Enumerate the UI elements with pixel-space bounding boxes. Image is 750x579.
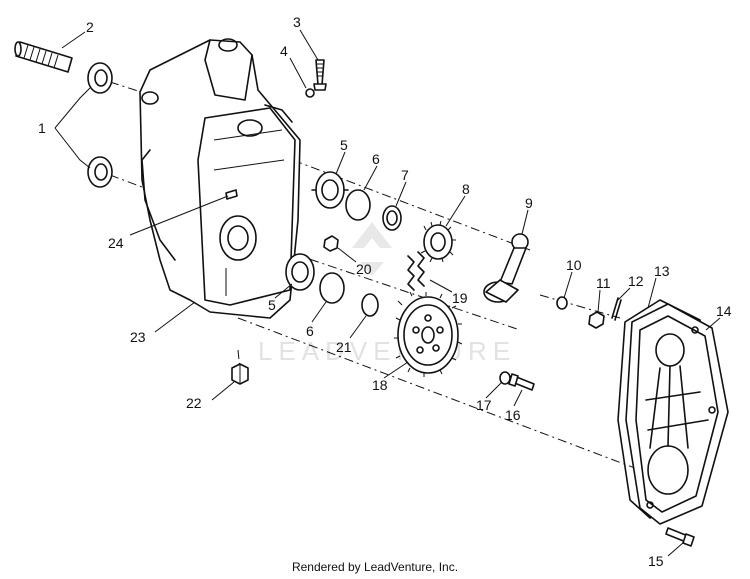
spacer-part (382, 205, 402, 231)
callout-16: 16 (505, 407, 521, 423)
callout-labels: 1 2 3 4 5 6 7 8 9 10 11 12 13 14 15 16 1… (38, 14, 732, 569)
callout-3: 3 (293, 14, 301, 30)
callout-7: 7 (401, 167, 409, 183)
upper-sprocket-part (420, 220, 456, 263)
chaincase-cover-part (625, 303, 729, 525)
callout-13: 13 (654, 263, 670, 279)
watermark-text: LEADVENTURE (258, 336, 516, 366)
bolt-part-sprocket (508, 373, 535, 391)
chain-tensioner-arm-part (483, 233, 529, 303)
bearing-part-lower (285, 253, 315, 291)
nut-part (323, 235, 339, 252)
callout-10: 10 (566, 257, 582, 273)
callout-17: 17 (476, 397, 492, 413)
lower-sprocket-part (394, 291, 463, 377)
footer-credit: Rendered by LeadVenture, Inc. (291, 560, 459, 574)
callout-5-upper: 5 (340, 137, 348, 153)
callout-24: 24 (108, 235, 124, 251)
seal-part-lower (87, 156, 113, 188)
chaincase-housing-part (139, 38, 301, 319)
bolt-part-upper (313, 59, 327, 91)
drive-chain-part (407, 251, 425, 291)
bearing-part-upper (311, 171, 349, 209)
callout-5-lower: 5 (268, 297, 276, 313)
seal-part-upper (87, 62, 113, 94)
drain-plug-part (231, 363, 249, 385)
retaining-ring-part-lower (319, 272, 345, 304)
callout-leaders (54, 29, 721, 557)
callout-8: 8 (462, 181, 470, 197)
callout-2: 2 (86, 19, 94, 35)
washer-part-tensioner (556, 296, 568, 310)
callout-21: 21 (336, 339, 352, 355)
callout-6-lower: 6 (306, 323, 314, 339)
lock-nut-part (588, 311, 605, 329)
callout-20: 20 (356, 261, 372, 277)
retaining-ring-part-upper (345, 189, 371, 221)
callout-19: 19 (452, 290, 468, 306)
cotter-pin-part (611, 297, 622, 321)
callout-11: 11 (596, 275, 611, 291)
callout-15: 15 (648, 553, 664, 569)
callout-6-upper: 6 (372, 151, 380, 167)
bolt-part-cover (665, 527, 695, 547)
callout-9: 9 (525, 195, 533, 211)
washer-part-upper (305, 88, 315, 98)
callout-12: 12 (628, 273, 644, 289)
watermark-logo (352, 222, 392, 276)
callout-4: 4 (280, 43, 288, 59)
callout-23: 23 (130, 329, 146, 345)
callout-18: 18 (372, 377, 388, 393)
callout-1: 1 (38, 120, 46, 136)
input-shaft-part (14, 41, 73, 73)
callout-14: 14 (716, 303, 732, 319)
shim-part (361, 293, 379, 317)
callout-22: 22 (186, 395, 202, 411)
